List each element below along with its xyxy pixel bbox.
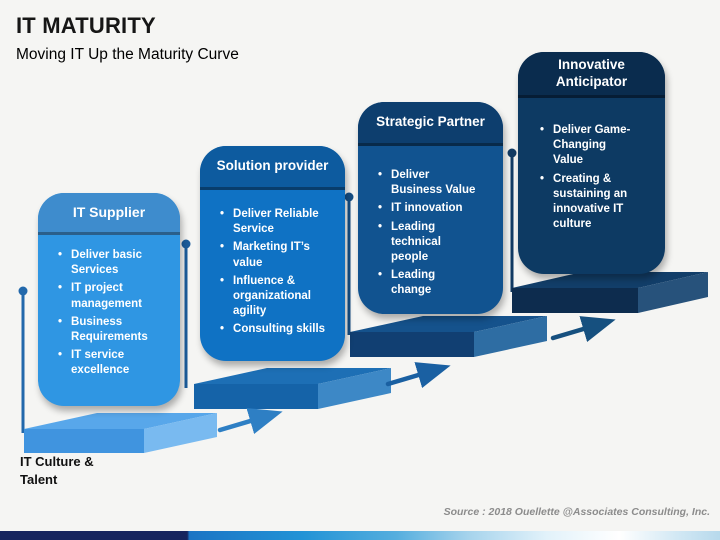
step-2-side-face [318,368,391,409]
card-strategic-partner-title: Strategic Partner [358,102,503,146]
bullet-text: Deliver Game-Changing Value [553,124,631,167]
connector-pin-1-dot [18,286,28,296]
bullet-text: Business Requirements [71,315,148,343]
step-1-front-face [24,429,144,453]
bullet-icon: • [58,349,63,362]
bullet-text: Deliver basic Services [71,249,142,277]
bullet-text: IT service excellence [71,349,130,377]
bullet-text: IT innovation [391,202,463,215]
slide-title: IT MATURITY [16,13,156,38]
connector-pin-4-dot [507,148,517,158]
bullet-text: Deliver Reliable Service [233,208,319,236]
step-3-top-face [350,316,547,332]
list-item: • Creating & sustaining an innovative IT … [540,172,631,233]
bullet-icon: • [540,172,545,185]
bottom-accent-bar [0,531,720,540]
bullet-text: Deliver Business Value [391,169,476,197]
card-strategic-partner: Strategic Partner • Deliver Business Valu… [358,102,503,314]
bullet-text: Marketing IT’s value [233,241,310,269]
step-4-side-face [638,272,708,313]
card-innovative-anticipator-title: Innovative Anticipator [518,52,665,98]
bullet-icon: • [220,323,225,336]
list-item: • IT project management [58,281,172,311]
card-innovative-anticipator-body: • Deliver Game-Changing Value • Creating &… [518,98,665,274]
bullet-icon: • [58,249,63,261]
card-solution-provider-title: Solution provider [200,146,345,190]
bullet-icon: • [220,241,225,254]
bullet-icon: • [220,274,225,287]
card-it-supplier-body: • Deliver basic Services • IT project mana… [38,235,180,406]
list-item: • Marketing IT’s value [220,240,337,270]
card-innovative-anticipator: Innovative Anticipator • Deliver Game-Cha… [518,52,665,274]
step-2-front-face [194,384,318,409]
step-1-top-face [24,413,217,429]
list-item: • IT innovation [378,201,477,216]
up-arrow-3-icon [550,316,616,342]
list-item: • Leading change [378,268,477,298]
bullet-icon: • [540,124,545,136]
list-item: • IT service excellence [58,348,172,378]
list-item: • Business Requirements [58,315,172,345]
bullet-list: • Deliver basic Services • IT project mana… [38,235,180,378]
bullet-text: Influence & organizational agility [233,274,311,318]
step-3-side-face [474,316,547,357]
bullet-icon: • [378,169,383,181]
bullet-icon: • [220,208,225,220]
card-it-supplier: IT Supplier • Deliver basic Services • IT … [38,193,180,406]
bullet-text: Leading change [391,269,436,297]
list-item: • Deliver Business Value [378,168,477,198]
bullet-icon: • [378,220,383,233]
step-4-front-face [512,288,638,313]
bullet-icon: • [378,269,383,282]
step-4-top-face [512,272,708,288]
bullet-icon: • [58,315,63,328]
step-2-top-face [194,368,391,384]
connector-pin-2-dot [181,239,191,249]
card-solution-provider-body: • Deliver Reliable Service • Marketing IT’… [200,190,345,361]
up-arrow-2-icon [385,362,451,388]
list-item: • Consulting skills [220,322,337,337]
bullet-list: • Deliver Reliable Service • Marketing IT’… [200,190,345,337]
list-item: • Leading technical people [378,220,477,266]
up-arrow-1-icon [217,408,283,434]
base-step-label: IT Culture & Talent [20,454,94,487]
bullet-list: • Deliver Game-Changing Value • Creating &… [518,98,665,232]
card-strategic-partner-body: • Deliver Business Value • IT innovation •… [358,146,503,314]
step-1-side-face [144,413,217,453]
bullet-text: IT project management [71,282,142,310]
slide-subtitle: Moving IT Up the Maturity Curve [16,46,239,63]
bullet-list: • Deliver Business Value • IT innovation •… [358,146,503,298]
list-item: • Deliver Reliable Service [220,207,337,237]
bullet-icon: • [58,282,63,295]
bullet-icon: • [378,202,383,215]
step-3-front-face [350,332,474,357]
card-solution-provider: Solution provider • Deliver Reliable Serv… [200,146,345,361]
bullet-text: Consulting skills [233,323,326,336]
card-it-supplier-title: IT Supplier [38,193,180,235]
list-item: • Influence & organizational agility [220,274,337,320]
bullet-text: Leading technical people [391,220,441,263]
connector-pin-3-dot [344,192,354,202]
bullet-text: Creating & sustaining an innovative IT c… [553,172,628,231]
list-item: • Deliver Game-Changing Value [540,123,631,169]
source-attribution: Source : 2018 Ouellette @Associates Cons… [443,506,710,518]
list-item: • Deliver basic Services [58,248,172,278]
